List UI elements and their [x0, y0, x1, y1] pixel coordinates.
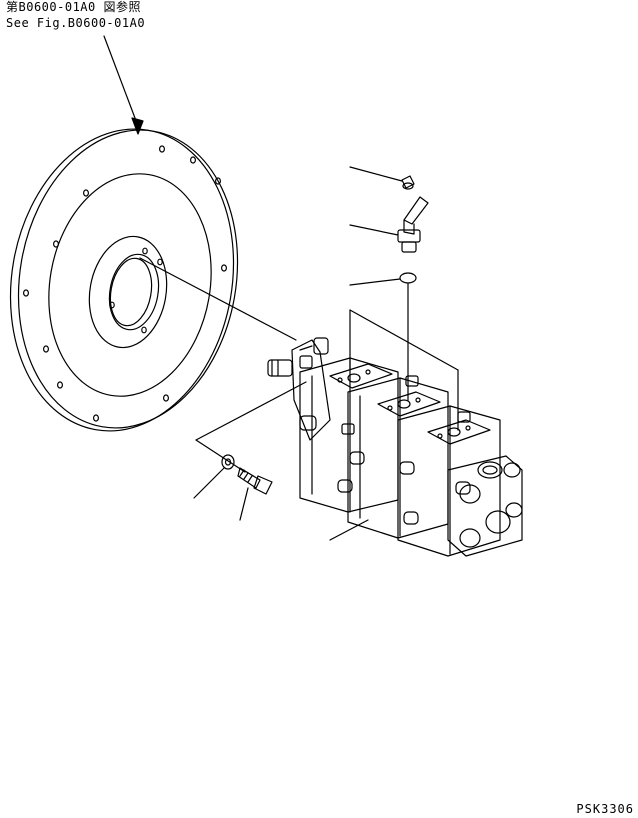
reference-leader: [104, 36, 143, 134]
leader-elbow: [350, 225, 398, 235]
washer-icon: [222, 455, 234, 469]
alignment-line: [140, 258, 296, 340]
leader-plug: [350, 167, 402, 181]
reference-note-english: See Fig.B0600-01A0: [6, 16, 146, 30]
flange-plate-icon: [0, 111, 260, 449]
install-line: [196, 382, 306, 440]
bolt-icon: [238, 468, 272, 494]
plug-icon: [402, 176, 414, 189]
o-ring-icon: [400, 273, 416, 283]
leader-pump: [330, 520, 368, 540]
gear-pump-icon: [268, 338, 522, 556]
reference-note-japanese: 第B0600-01A0 図参照: [6, 0, 141, 14]
leader-bolt: [240, 488, 248, 520]
leader-washer: [194, 468, 224, 498]
install-line: [350, 310, 458, 370]
drawing-code-label: PSK3306: [576, 802, 634, 816]
install-line: [196, 440, 245, 472]
elbow-icon: [398, 197, 428, 252]
leader-o-ring: [350, 279, 400, 285]
